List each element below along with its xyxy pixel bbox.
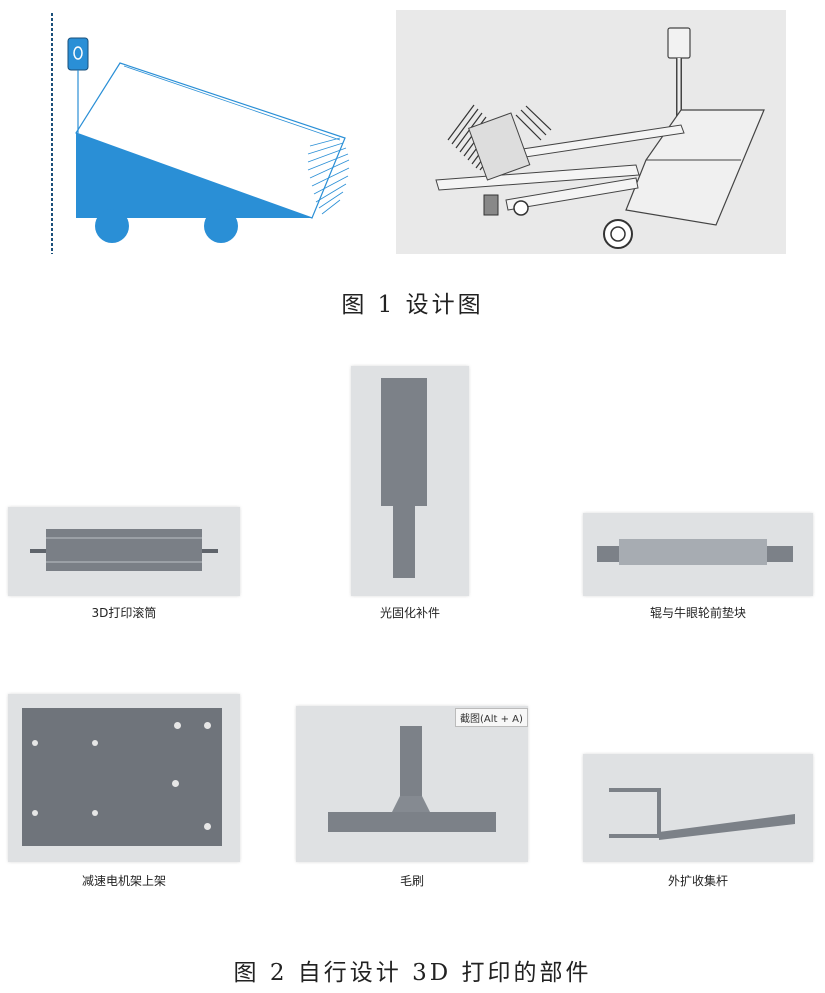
brush-bristles bbox=[307, 137, 350, 215]
sensor-box bbox=[67, 37, 89, 71]
slanted-panel bbox=[75, 62, 346, 219]
collection-rod-shape bbox=[609, 788, 795, 840]
part-label: 辊与牛眼轮前垫块 bbox=[649, 606, 746, 620]
motor-mount-plate bbox=[22, 708, 222, 846]
mount-hole bbox=[174, 722, 181, 729]
wheel-left bbox=[95, 209, 129, 243]
mount-hole bbox=[92, 740, 98, 746]
part-label: 光固化补件 bbox=[379, 606, 440, 620]
part-panel-cured-piece bbox=[351, 366, 469, 596]
cured-piece-head bbox=[381, 378, 427, 506]
part-panel-front-pad bbox=[583, 513, 813, 596]
mount-hole bbox=[32, 740, 38, 746]
roller-body bbox=[46, 529, 202, 571]
part-panel-collection-rod bbox=[583, 754, 813, 862]
part-label: 毛刷 bbox=[399, 874, 424, 888]
figure-1-cad-render bbox=[396, 10, 786, 254]
cured-piece-stem bbox=[393, 506, 415, 578]
mount-hole bbox=[92, 810, 98, 816]
brush-handle bbox=[400, 726, 422, 800]
mount-hole bbox=[204, 823, 211, 830]
figure-1-caption: 图 1 设计图 bbox=[341, 292, 484, 318]
part-panel-roller bbox=[8, 507, 240, 596]
part-label: 减速电机架上架 bbox=[81, 874, 166, 888]
mount-hole bbox=[32, 810, 38, 816]
front-pad-left-end bbox=[597, 546, 623, 562]
figure-2-caption: 图 2 自行设计 3D 打印的部件 bbox=[233, 960, 592, 986]
front-pad-right-end bbox=[767, 546, 793, 562]
wheel-right bbox=[204, 209, 238, 243]
part-panel-motor-mount bbox=[8, 694, 240, 862]
part-label: 3D打印滚筒 bbox=[91, 606, 157, 620]
figure-1-blue-diagram bbox=[40, 8, 360, 256]
part-label: 外扩收集杆 bbox=[667, 874, 728, 888]
screenshot-tooltip: 截图(Alt + A) bbox=[455, 708, 528, 727]
mount-hole bbox=[204, 722, 211, 729]
part-panel-brush bbox=[296, 706, 528, 862]
mount-hole bbox=[172, 780, 179, 787]
brush-base bbox=[328, 812, 496, 832]
brush-joint bbox=[392, 796, 430, 812]
front-pad-body bbox=[619, 539, 767, 565]
